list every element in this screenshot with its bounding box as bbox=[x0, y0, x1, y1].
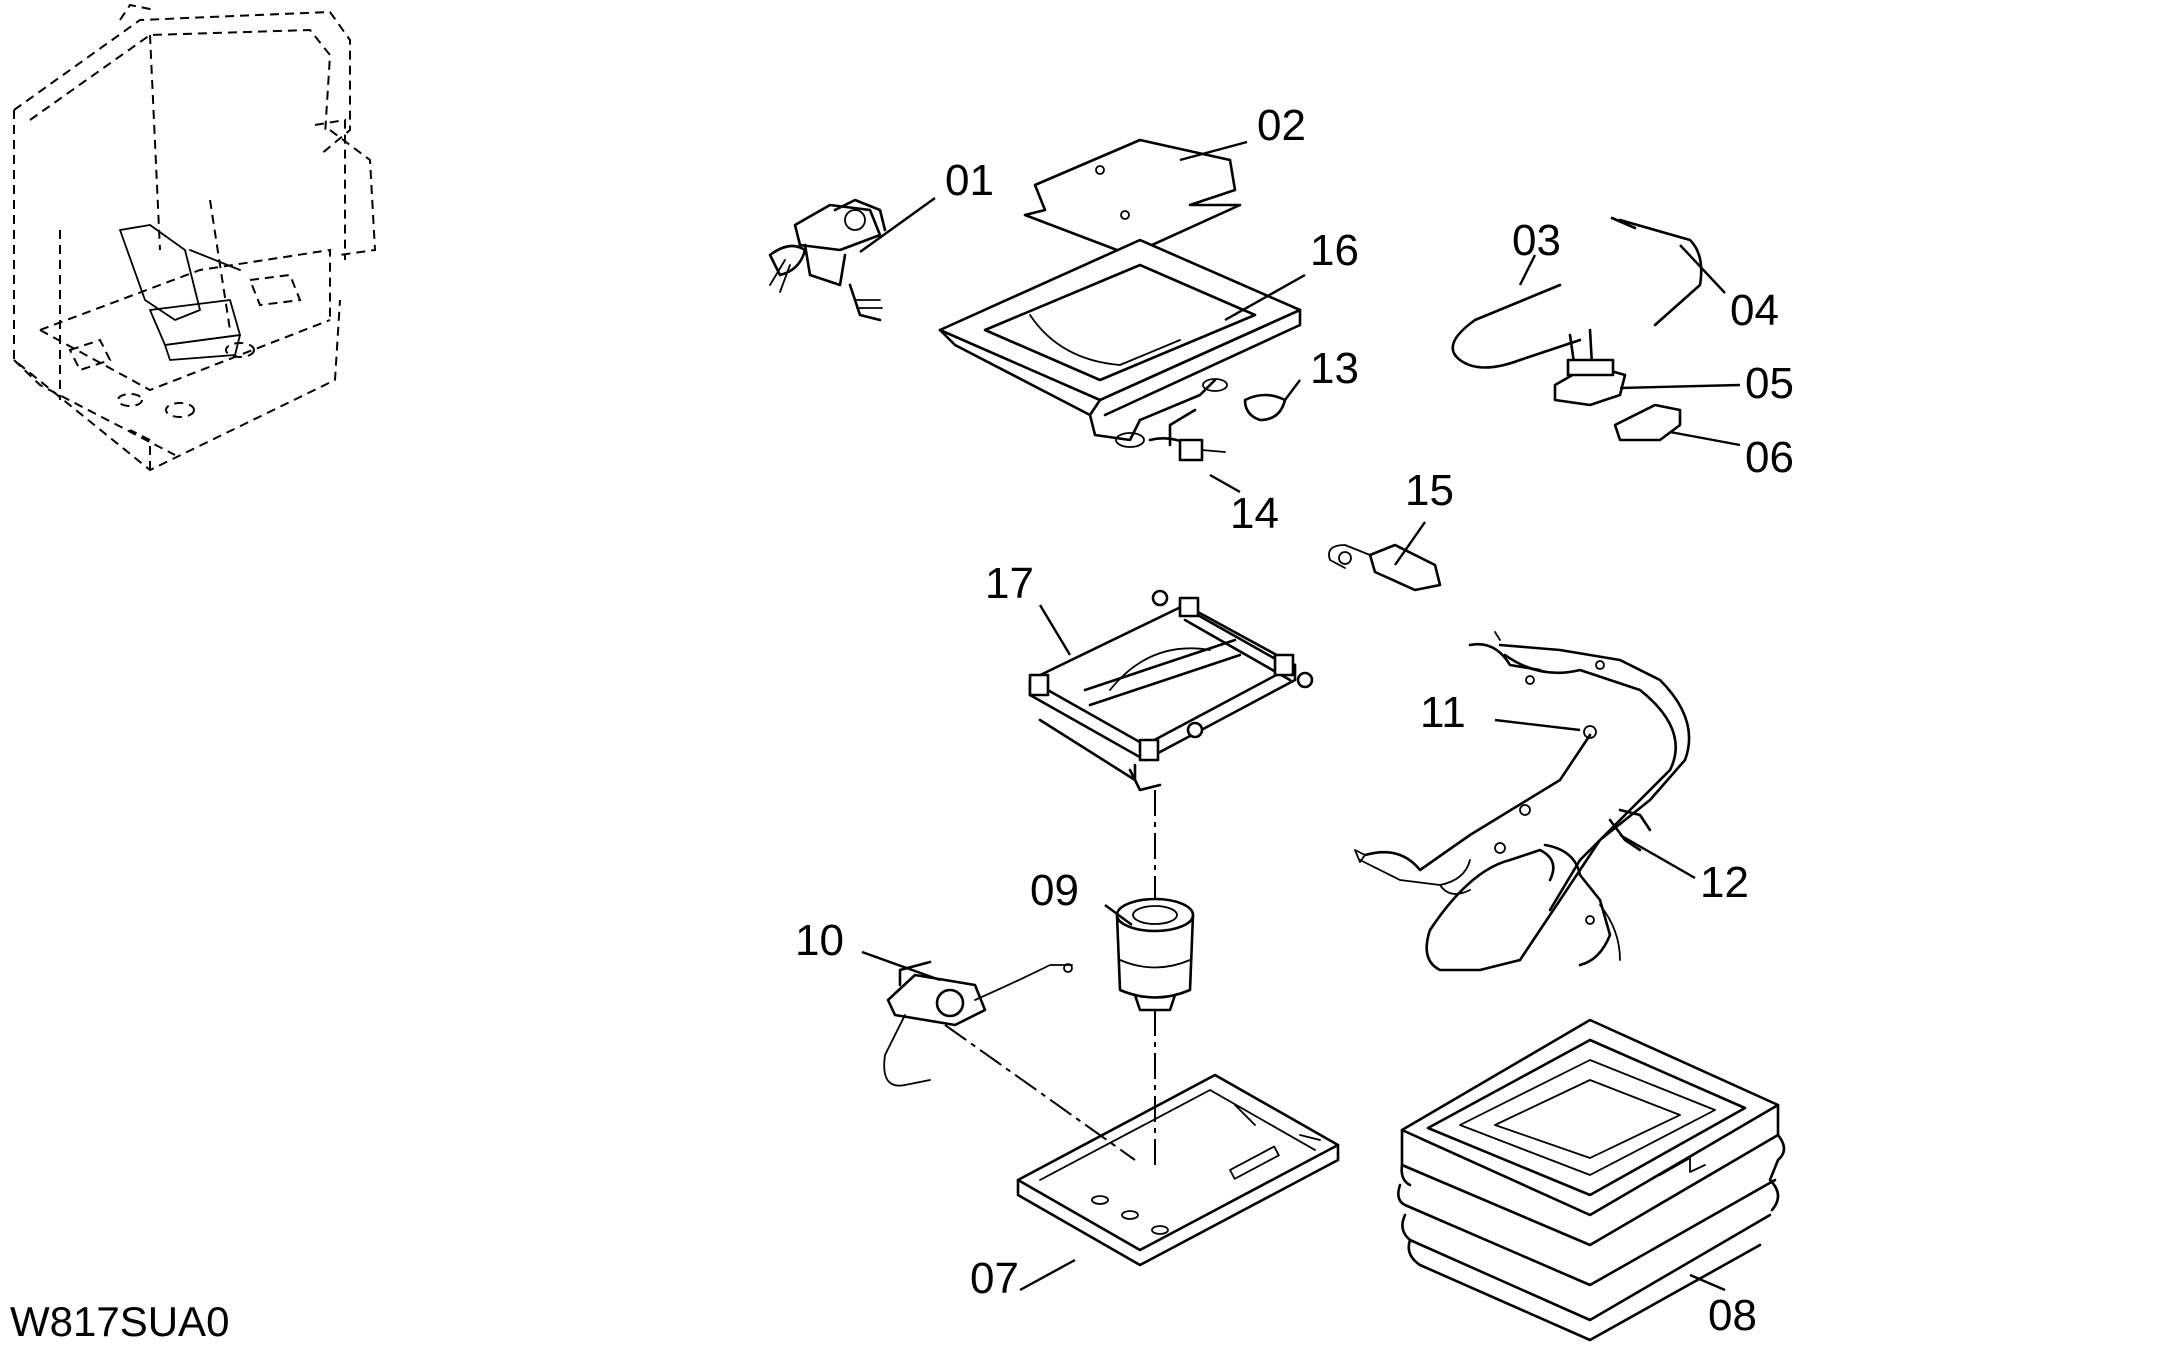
callout-leader-lines bbox=[859, 140, 1741, 1292]
callout-09: 09 bbox=[1030, 866, 1079, 915]
part-04-cable bbox=[1610, 216, 1703, 327]
callout-17: 17 bbox=[985, 559, 1034, 608]
callout-03: 03 bbox=[1512, 216, 1561, 265]
callout-08: 08 bbox=[1708, 1291, 1757, 1340]
drawing-code: W817SUA0 bbox=[10, 1298, 229, 1345]
callout-labels: 01 02 03 04 05 06 07 08 09 10 11 12 13 1… bbox=[795, 101, 1794, 1340]
part-09-damper bbox=[1115, 897, 1195, 1012]
part-16-seat-frame bbox=[938, 238, 1302, 448]
part-12-harness bbox=[1359, 631, 1691, 972]
part-14-switch bbox=[1148, 408, 1226, 462]
callout-16: 16 bbox=[1310, 226, 1359, 275]
callout-02: 02 bbox=[1257, 101, 1306, 150]
part-17-scissor-frame bbox=[1028, 589, 1314, 792]
callout-13: 13 bbox=[1310, 344, 1359, 393]
part-03-cable bbox=[1451, 283, 1582, 369]
part-15-actuator bbox=[1328, 543, 1442, 592]
part-01-switch-bracket bbox=[768, 198, 887, 322]
part-13-knob bbox=[1243, 393, 1287, 422]
callout-04: 04 bbox=[1730, 286, 1779, 335]
callout-14: 14 bbox=[1230, 489, 1279, 538]
callout-07: 07 bbox=[970, 1254, 1019, 1303]
part-08-bellows-cover bbox=[1397, 1018, 1786, 1342]
part-02-cover-plate bbox=[1023, 138, 1242, 257]
part-06-pad bbox=[1613, 403, 1682, 442]
part-11-wire bbox=[1354, 725, 1597, 872]
assembly-center-lines bbox=[944, 790, 1156, 1170]
part-05-lever bbox=[1553, 328, 1627, 407]
cab-overview-illustration bbox=[13, 3, 377, 472]
callout-11: 11 bbox=[1420, 688, 1466, 737]
callout-12: 12 bbox=[1700, 858, 1749, 907]
part-07-base-plate bbox=[1016, 1073, 1340, 1267]
callout-01: 01 bbox=[945, 156, 994, 205]
callout-15: 15 bbox=[1405, 466, 1454, 515]
callout-10: 10 bbox=[795, 916, 844, 965]
part-10-compressor bbox=[883, 960, 1073, 1087]
callout-06: 06 bbox=[1745, 433, 1794, 482]
callout-05: 05 bbox=[1745, 359, 1794, 408]
